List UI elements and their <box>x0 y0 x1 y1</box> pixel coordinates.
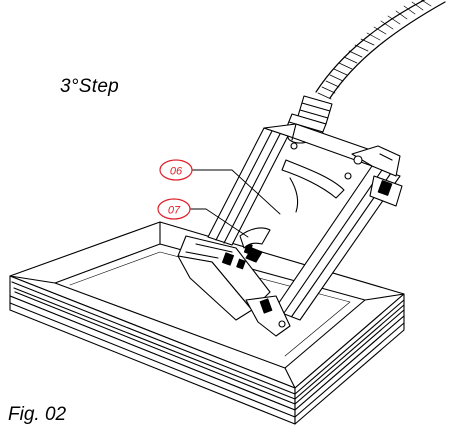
step-title: 3°Step <box>60 76 120 97</box>
callout-06: 06 <box>159 159 193 181</box>
picture-frame <box>9 221 405 425</box>
air-hose <box>315 0 446 100</box>
figure-caption: Fig. 02 <box>8 404 67 425</box>
callout-06-label: 06 <box>170 166 183 178</box>
callout-07: 07 <box>157 198 191 220</box>
nailer-body <box>177 123 403 337</box>
callout-07-label: 07 <box>168 205 181 217</box>
callout-leaders <box>189 169 281 238</box>
